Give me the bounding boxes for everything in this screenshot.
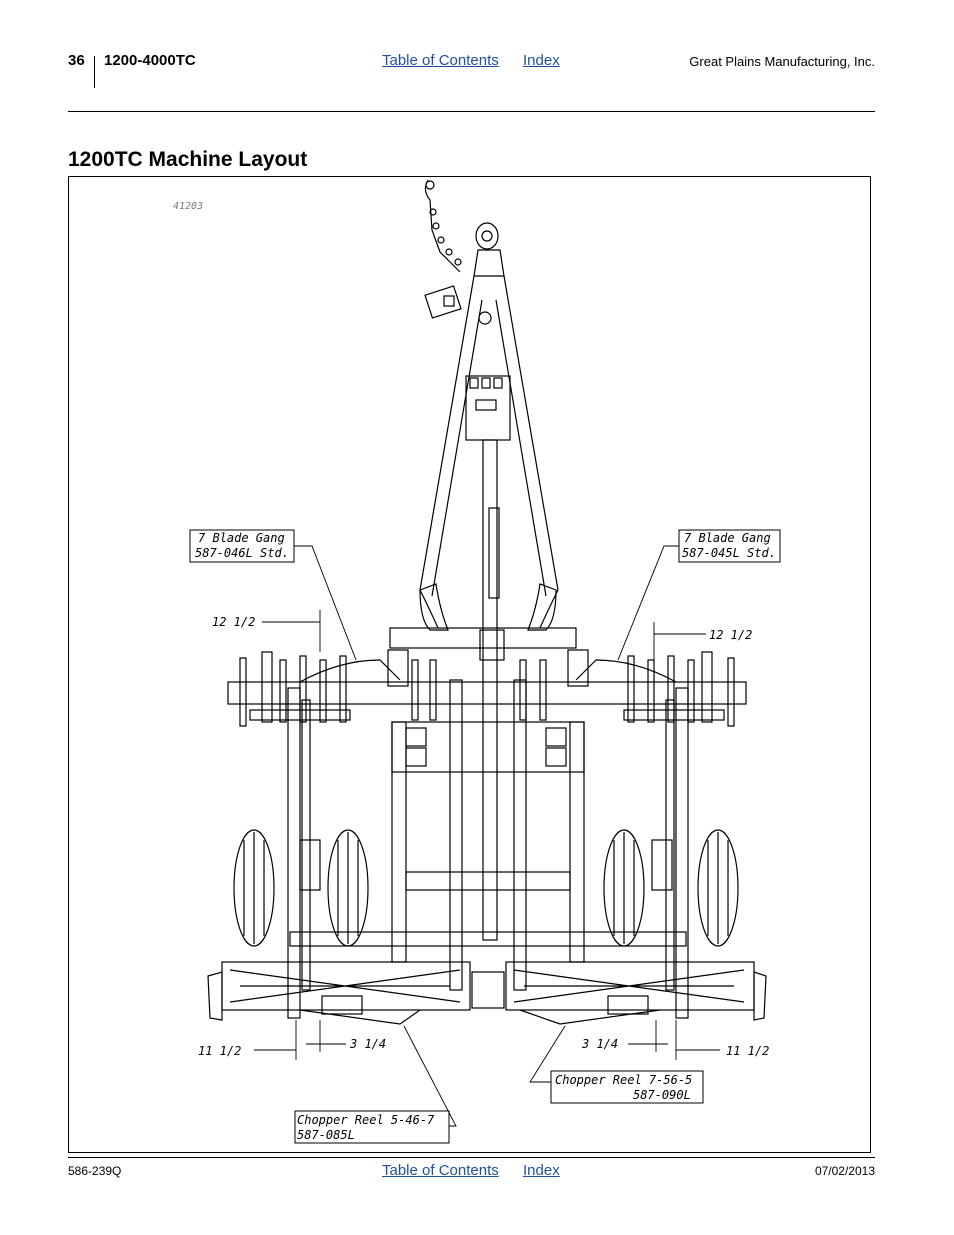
chopper-reels bbox=[207, 961, 767, 1025]
callout-reel-right-box bbox=[550, 1070, 704, 1104]
header-toc-link[interactable]: Table of Contents bbox=[382, 52, 499, 69]
callout-right-gang-box bbox=[678, 529, 781, 563]
dim-lower-right-inner-line bbox=[628, 1020, 668, 1052]
center-pole bbox=[479, 439, 505, 941]
dim-upper-left-line bbox=[262, 610, 321, 652]
callout-reel-right-line1: Chopper Reel 7-56-5 bbox=[555, 1073, 692, 1087]
dim-lower-left-inner-line bbox=[306, 1020, 346, 1052]
callout-reel-left-line1: Chopper Reel 5-46-7 bbox=[297, 1113, 435, 1127]
dim-lower-right-outer-line bbox=[675, 1020, 720, 1060]
callout-reel-left-box bbox=[294, 1110, 450, 1144]
callout-left-gang-box bbox=[189, 529, 295, 563]
header-divider bbox=[94, 56, 95, 88]
leader-reel-right bbox=[529, 1025, 566, 1083]
callout-right-gang-line1: 7 Blade Gang bbox=[684, 531, 771, 545]
callout-reel-right-line2: 587-090L bbox=[633, 1088, 691, 1102]
dim-upper-right-line bbox=[653, 622, 706, 662]
front-gang-frame bbox=[227, 583, 747, 705]
callout-left-gang-line1: 7 Blade Gang bbox=[198, 531, 285, 545]
figure-id: 41203 bbox=[173, 201, 203, 212]
footer-index-link[interactable]: Index bbox=[523, 1162, 560, 1179]
main-frame bbox=[287, 679, 689, 1019]
publish-date: 07/02/2013 bbox=[814, 1164, 875, 1178]
dim-lower-left-outer-line bbox=[254, 1020, 297, 1060]
callout-right-gang-line2: 587-045L Std. bbox=[682, 546, 776, 560]
figure-frame bbox=[68, 176, 871, 1153]
control-box bbox=[465, 375, 511, 441]
tongue-frame bbox=[419, 249, 559, 629]
section-title: 1200TC Machine Layout bbox=[68, 148, 308, 171]
leader-left-gang bbox=[294, 545, 357, 661]
leader-reel-left bbox=[403, 1025, 457, 1127]
dim-lower-right-outer: 11 1/2 bbox=[726, 1044, 769, 1058]
company-name: Great Plains Manufacturing, Inc. bbox=[689, 54, 875, 69]
left-disc-gang bbox=[239, 651, 351, 727]
doc-number: 586-239Q bbox=[68, 1164, 122, 1178]
hitch-chain bbox=[424, 179, 499, 273]
dim-upper-left: 12 1/2 bbox=[212, 615, 255, 629]
leader-right-gang bbox=[617, 545, 679, 661]
header-rule bbox=[68, 111, 875, 112]
dim-lower-left-outer: 11 1/2 bbox=[198, 1044, 241, 1058]
callout-reel-left-line2: 587-085L bbox=[297, 1128, 355, 1142]
model-name: 1200-4000TC bbox=[104, 52, 196, 69]
transport-tires bbox=[233, 829, 739, 947]
header-index-link[interactable]: Index bbox=[523, 52, 560, 69]
footer-toc-link[interactable]: Table of Contents bbox=[382, 1162, 499, 1179]
footer-rule bbox=[68, 1157, 875, 1158]
dim-lower-left-inner: 3 1/4 bbox=[349, 1037, 386, 1051]
page-number: 36 bbox=[68, 52, 85, 69]
right-disc-gang bbox=[623, 651, 735, 727]
dim-upper-right: 12 1/2 bbox=[709, 628, 752, 642]
dim-lower-right-inner: 3 1/4 bbox=[581, 1037, 618, 1051]
callout-left-gang-line2: 587-046L Std. bbox=[195, 546, 289, 560]
